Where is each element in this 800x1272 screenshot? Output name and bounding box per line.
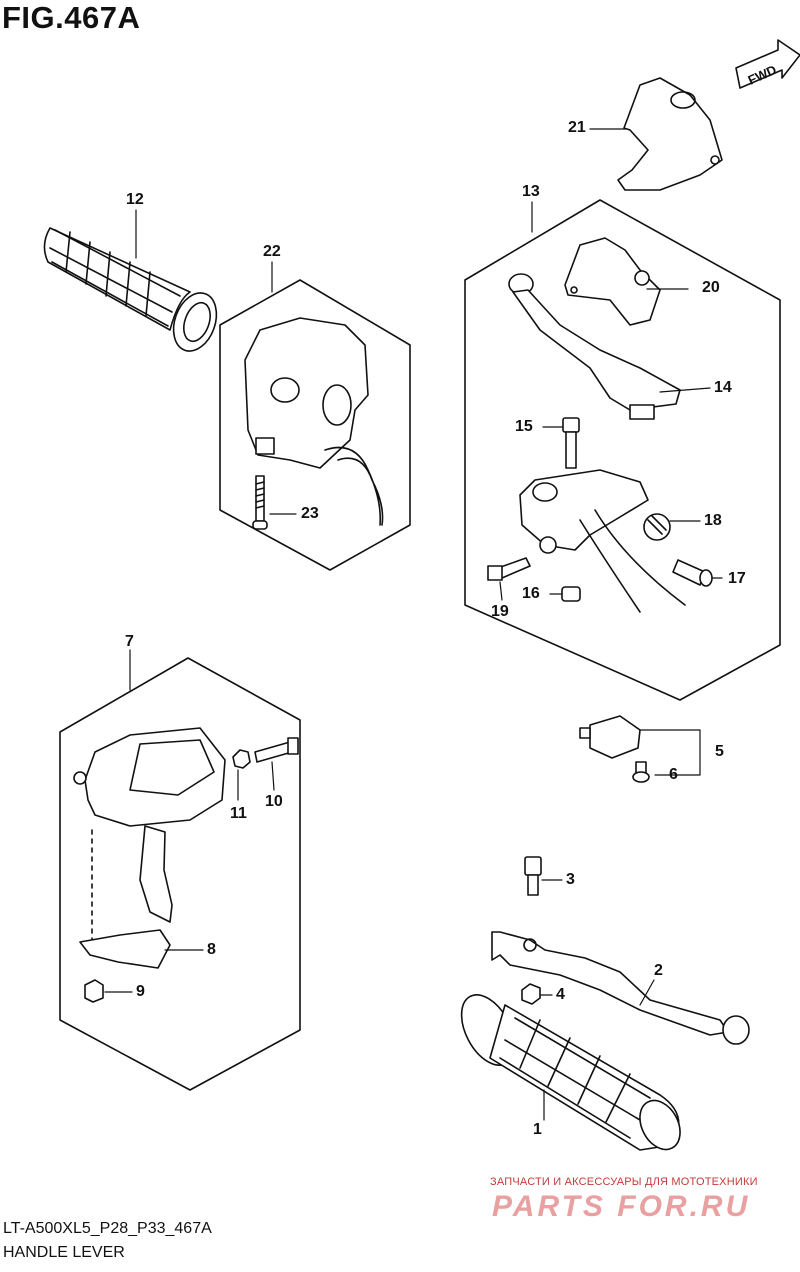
callout-3: 3 xyxy=(566,871,575,888)
plate-part-8 xyxy=(79,929,171,969)
brake-lever-part-2 xyxy=(491,931,750,1045)
callout-21: 21 xyxy=(568,119,586,136)
watermark-text: ЗАПЧАСТИ И АКСЕССУАРЫ ДЛЯ МОТОТЕХНИКИ xyxy=(490,1176,758,1188)
screw-part-23 xyxy=(252,475,268,530)
callout-7: 7 xyxy=(125,633,134,650)
bracket-part-20 xyxy=(564,237,661,326)
fwd-arrow-icon: FWD xyxy=(735,39,800,89)
figure-name: HANDLE LEVER xyxy=(3,1244,125,1261)
callout-10: 10 xyxy=(265,793,283,810)
lever-holder-part-13 xyxy=(519,469,686,613)
nut-part-11 xyxy=(232,749,251,769)
bolt-part-19 xyxy=(487,557,531,581)
switch-part-22 xyxy=(244,317,384,526)
group-box-22 xyxy=(219,279,411,571)
screw-part-17 xyxy=(672,559,713,587)
group-box-13 xyxy=(464,199,781,701)
bolt-part-15 xyxy=(562,417,580,469)
callout-20: 20 xyxy=(702,279,720,296)
grip-part-12 xyxy=(43,227,218,352)
callout-23: 23 xyxy=(301,505,319,522)
clutch-lever-part-14 xyxy=(508,273,681,420)
throttle-part-7 xyxy=(73,727,226,951)
nut-part-16 xyxy=(561,586,581,602)
callout-22: 22 xyxy=(263,243,281,260)
callout-15: 15 xyxy=(515,418,533,435)
nut-part-9 xyxy=(84,979,104,1003)
callout-13: 13 xyxy=(522,183,540,200)
leader-lines xyxy=(104,128,723,1121)
callout-19: 19 xyxy=(491,603,509,620)
watermark-logo: PARTS FOR.RU xyxy=(492,1190,751,1223)
callout-4: 4 xyxy=(556,986,565,1003)
callout-9: 9 xyxy=(136,983,145,1000)
figure-code: LT-A500XL5_P28_P33_467A xyxy=(3,1220,212,1237)
callout-2: 2 xyxy=(654,962,663,979)
callout-11: 11 xyxy=(230,805,247,822)
bolt-part-3 xyxy=(524,856,542,896)
switch-part-18 xyxy=(643,513,671,541)
screw-part-10 xyxy=(254,737,299,763)
callout-17: 17 xyxy=(728,570,746,587)
cover-part-21 xyxy=(617,77,723,191)
callout-14: 14 xyxy=(714,379,732,396)
screw-part-6 xyxy=(632,761,650,783)
callout-12: 12 xyxy=(126,191,144,208)
callout-6: 6 xyxy=(669,766,678,783)
figure-title: FIG.467A xyxy=(2,0,141,35)
callout-5: 5 xyxy=(715,743,724,760)
nut-part-4 xyxy=(521,983,541,1005)
grip-part-1 xyxy=(460,994,681,1151)
callout-16: 16 xyxy=(522,585,540,602)
switch-part-5 xyxy=(579,715,641,759)
callout-18: 18 xyxy=(704,512,722,529)
group-box-7 xyxy=(59,657,301,1091)
callout-1: 1 xyxy=(533,1121,542,1138)
callout-8: 8 xyxy=(207,941,216,958)
